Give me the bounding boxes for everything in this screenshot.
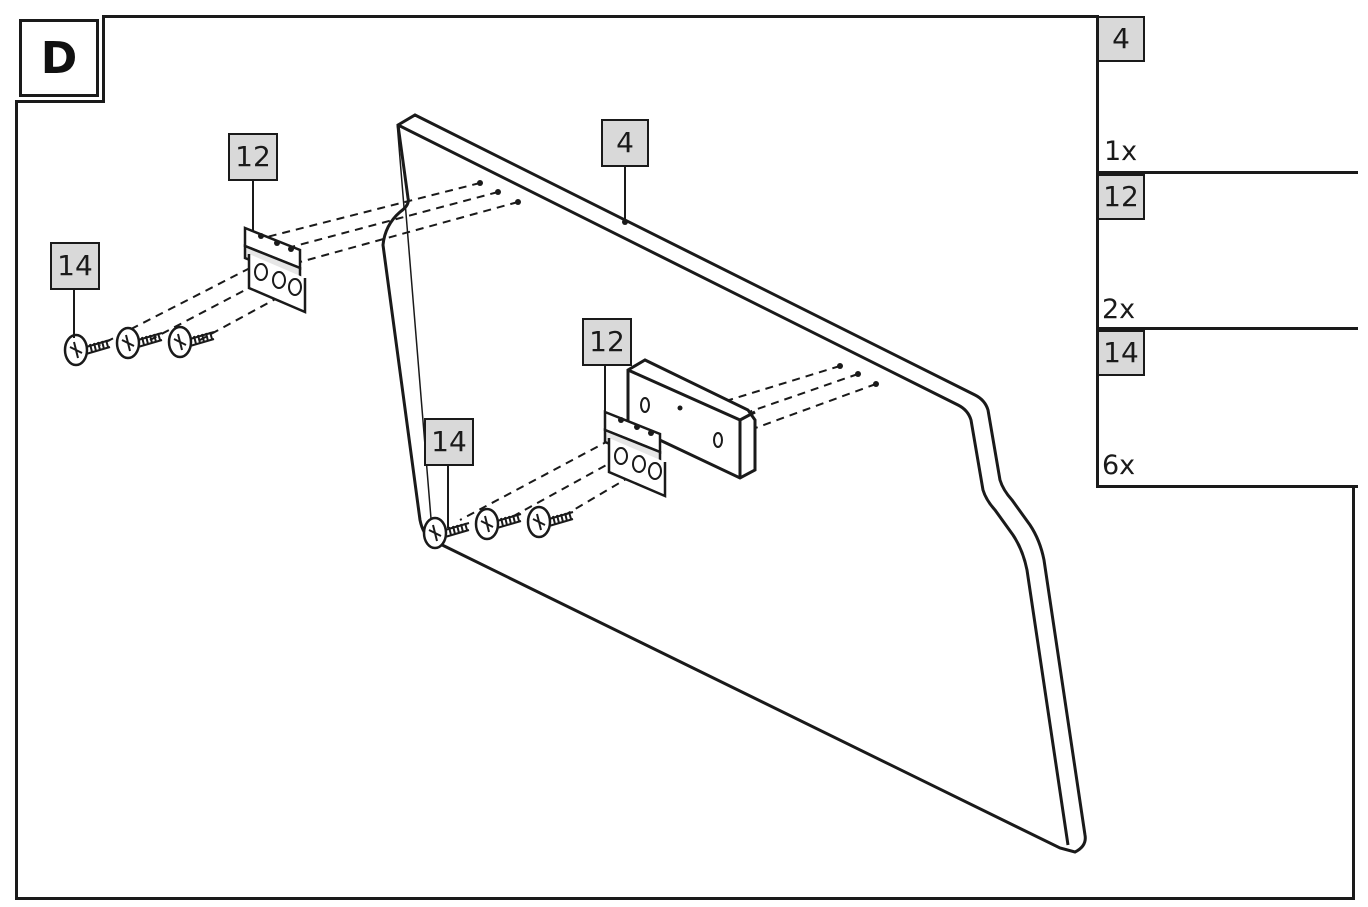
legend-part-number-12: 12 [1097, 174, 1145, 220]
callout-screws-mid: 14 [424, 418, 474, 466]
screw-left-1 [63, 333, 112, 367]
parts-legend [1096, 15, 1358, 488]
mounting-block [626, 358, 757, 480]
screw-left-2 [115, 326, 164, 360]
step-label: D [19, 19, 99, 97]
legend-row-divider-1 [1096, 171, 1358, 174]
screw-left-3 [167, 325, 216, 359]
legend-quantity-4: 1x [1104, 136, 1138, 167]
legend-quantity-12: 2x [1102, 294, 1136, 325]
legend-part-number-14: 14 [1097, 330, 1145, 376]
leader-lines [73, 166, 626, 528]
callout-screws-left: 14 [50, 242, 100, 290]
legend-part-number-4: 4 [1097, 16, 1145, 62]
legend-quantity-14: 6x [1102, 450, 1136, 481]
callout-panel: 4 [601, 119, 649, 167]
step-badge: D [15, 15, 105, 103]
legend-row-divider-2 [1096, 327, 1358, 330]
hinge-top [243, 226, 307, 314]
callout-hinge-mid: 12 [582, 318, 632, 366]
callout-hinge-top: 12 [228, 133, 278, 181]
panel-board [381, 113, 1087, 854]
